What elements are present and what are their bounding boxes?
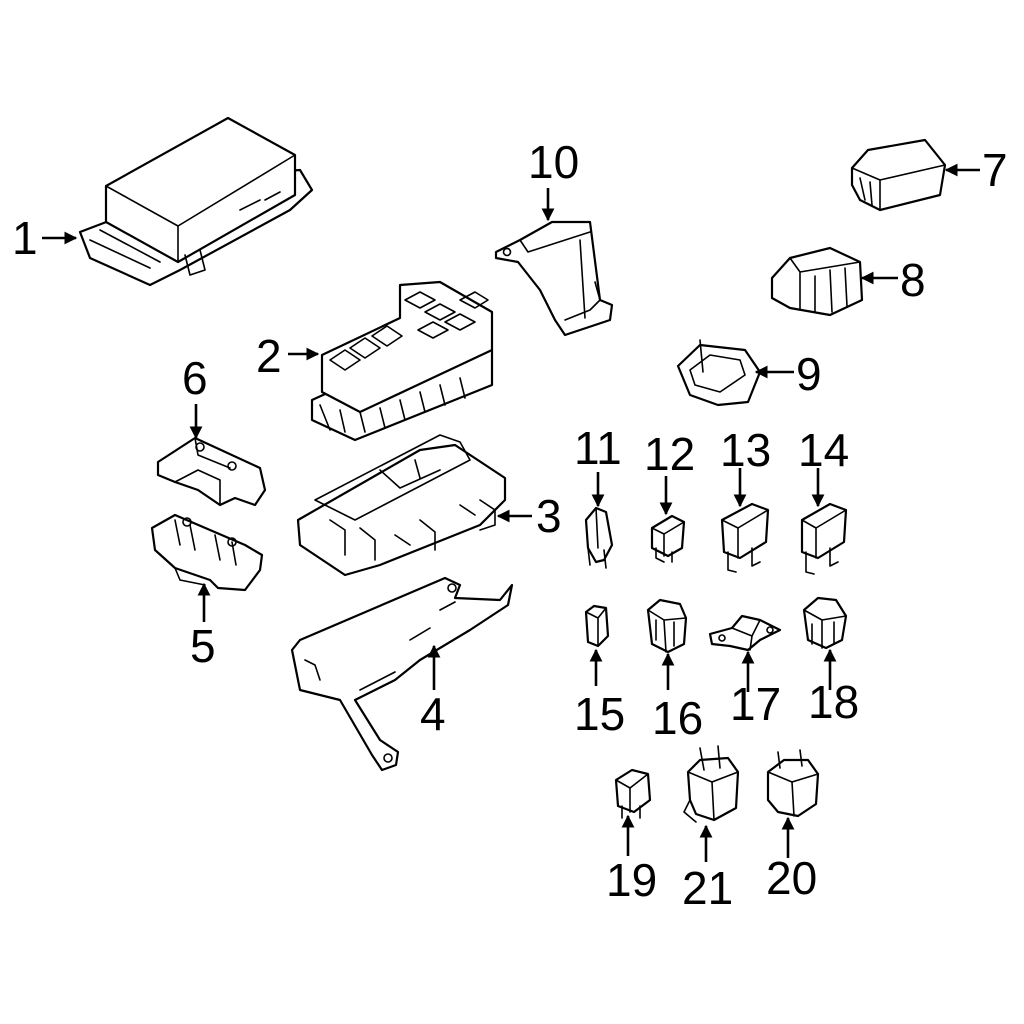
callout-3: 3: [536, 490, 562, 542]
callout-19: 19: [606, 854, 657, 906]
part-3-fuse-box-tray: [296, 434, 507, 577]
callout-10: 10: [528, 136, 579, 188]
part-18-fuse-holder: [802, 596, 848, 650]
part-16-relay-socket: [646, 598, 688, 654]
part-15-micro-fuse: [584, 604, 610, 648]
part-20-relay: [766, 749, 820, 818]
callout-15: 15: [574, 688, 625, 740]
part-8-relay: [770, 246, 864, 317]
callout-17: 17: [730, 678, 781, 730]
part-4-mounting-bracket: [290, 576, 514, 772]
callout-5: 5: [190, 620, 216, 672]
part-2-fuse-block: [310, 280, 494, 442]
part-14-maxi-fuse: [800, 502, 848, 575]
part-13-maxi-fuse: [720, 502, 770, 573]
part-21-relay: [683, 745, 740, 823]
callout-8: 8: [900, 254, 926, 306]
callout-13: 13: [720, 424, 771, 476]
part-5-fuse-holder-base: [150, 513, 264, 592]
callout-16: 16: [652, 692, 703, 744]
callout-1: 1: [12, 212, 38, 264]
callout-9: 9: [796, 348, 822, 400]
part-6-fuse-holder-cover: [156, 436, 267, 507]
callout-18: 18: [808, 676, 859, 728]
part-19-mini-fuse: [614, 768, 652, 819]
callout-2: 2: [256, 330, 282, 382]
part-11-mini-fuse: [584, 506, 614, 569]
part-7-relay-cover: [850, 138, 947, 212]
callout-6: 6: [182, 352, 208, 404]
part-1-fuse-box-cover: [78, 116, 314, 287]
callout-21: 21: [682, 862, 733, 914]
callout-20: 20: [766, 852, 817, 904]
callout-11: 11: [574, 422, 622, 474]
part-9-holder-tray: [676, 339, 762, 407]
callout-14: 14: [798, 424, 849, 476]
part-10-bracket: [494, 220, 614, 337]
part-12-blade-fuse: [650, 514, 686, 563]
part-17-strip-fuse: [708, 614, 782, 652]
callout-12: 12: [644, 428, 695, 480]
callout-7: 7: [982, 144, 1008, 196]
callout-4: 4: [420, 688, 446, 740]
